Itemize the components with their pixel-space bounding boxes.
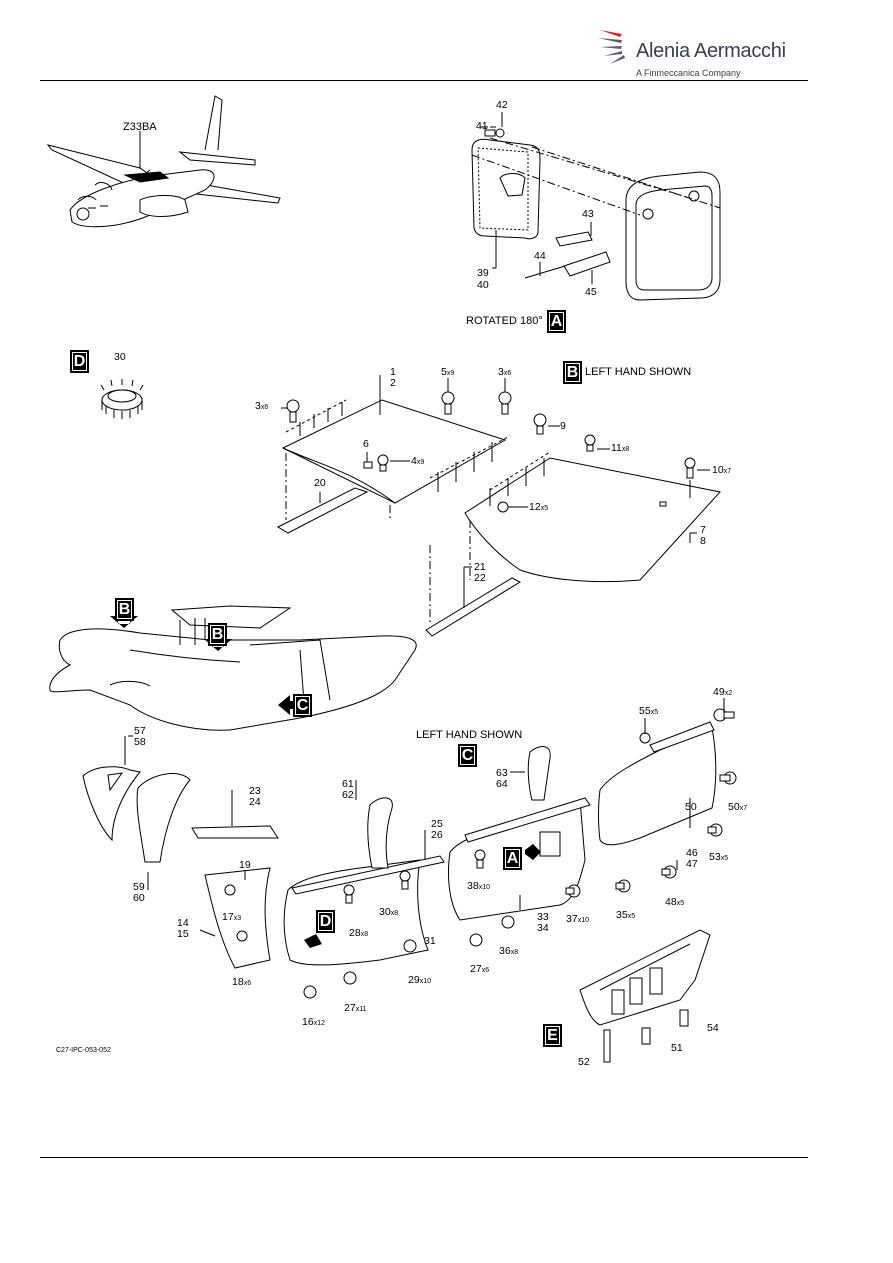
callout-2: 2 [390, 377, 396, 389]
callout-14: 14 [177, 917, 189, 929]
company-logo: Alenia Aermacchi A Finmeccanica Company [596, 24, 796, 84]
footer-rule [40, 1157, 808, 1158]
callout-35: 35x5 [616, 909, 636, 921]
view-c-tag: C [458, 744, 477, 767]
leader-lines [124, 112, 725, 937]
brand-name: Alenia Aermacchi [636, 40, 786, 62]
callout-25: 25 [431, 818, 443, 830]
callout-28: 28x8 [349, 927, 369, 939]
brand-tagline: A Finmeccanica Company [636, 68, 741, 78]
callout-36: 36x8 [499, 945, 519, 957]
section-marker-b-2: B [208, 623, 227, 646]
callout-40: 40 [477, 279, 489, 291]
callout-55: 55x5 [639, 705, 659, 717]
callout-21: 21 [474, 561, 486, 573]
view-b-tag: B [563, 361, 582, 384]
callout-4: 4x9 [411, 455, 425, 467]
logo-mark-icon [598, 30, 625, 64]
callout-47: 47 [686, 858, 698, 870]
callout-54: 54 [707, 1022, 719, 1034]
callout-10: 10x7 [712, 464, 732, 476]
callout-29: 29x10 [408, 974, 431, 986]
callout-9: 9 [560, 420, 566, 432]
callout-59: 59 [133, 881, 145, 893]
view-e-tag: E [543, 1024, 562, 1047]
view-a-tag: A [547, 310, 566, 333]
callout-43: 43 [582, 208, 594, 220]
view-b-caption: LEFT HAND SHOWN [585, 366, 692, 378]
callout-39: 39 [477, 267, 489, 279]
callout-41: 41 [476, 120, 488, 132]
callout-27-x11: 27x11 [344, 1002, 367, 1014]
section-marker-a: A [503, 847, 522, 870]
callout-52: 52 [578, 1056, 590, 1068]
callout-49: 49x2 [713, 686, 733, 698]
callout-37: 37x10 [566, 913, 589, 925]
callout-50-x7: 50x7 [728, 801, 748, 813]
callout-23: 23 [249, 785, 261, 797]
callout-61: 61 [342, 778, 354, 790]
figure-code: C27-IPC-053-052 [56, 1047, 111, 1054]
view-b-panels [276, 375, 721, 637]
callout-33: 33 [537, 911, 549, 923]
callout-51: 51 [671, 1042, 683, 1054]
callout-5: 5x9 [441, 366, 455, 378]
callout-22: 22 [474, 572, 486, 584]
callout-1: 1 [390, 366, 396, 378]
view-c-caption: LEFT HAND SHOWN [416, 729, 523, 741]
view-d-gear-ring [100, 379, 144, 419]
callout-30: 30 [114, 351, 126, 363]
aircraft-overview [46, 95, 281, 228]
callout-34: 34 [537, 922, 549, 934]
header-rule [40, 80, 808, 81]
callout-50: 50 [685, 801, 697, 813]
view-d-tag: D [70, 350, 89, 373]
callout-7: 7 [700, 524, 706, 536]
callout-31: 31 [424, 935, 436, 947]
callout-45: 45 [585, 286, 597, 298]
callout-44: 44 [534, 250, 546, 262]
callout-30-x8: 30x8 [379, 906, 399, 918]
callout-20: 20 [314, 477, 326, 489]
callout-16: 16x12 [302, 1016, 325, 1028]
callout-58: 58 [134, 736, 146, 748]
callout-62: 62 [342, 789, 354, 801]
callout-26: 26 [431, 829, 443, 841]
callout-15: 15 [177, 928, 189, 940]
callout-24: 24 [249, 796, 261, 808]
callout-57: 57 [134, 725, 146, 737]
callout-63: 63 [496, 767, 508, 779]
callout-3-left: 3x6 [255, 400, 269, 412]
callout-12: 12x5 [529, 501, 549, 513]
callout-11: 11x8 [611, 442, 630, 454]
callout-48: 48x5 [665, 896, 685, 908]
callout-18: 18x6 [232, 976, 252, 988]
callout-64: 64 [496, 778, 508, 790]
section-marker-c: C [293, 694, 312, 717]
fastener-symbols [224, 391, 737, 999]
view-a-door-panel [471, 126, 721, 301]
callout-19: 19 [239, 859, 251, 871]
callout-38: 38x10 [467, 880, 490, 892]
section-marker-d: D [316, 910, 335, 933]
zone-label: Z33BA [123, 121, 157, 133]
fairing-assembly [49, 605, 417, 731]
callout-6: 6 [363, 438, 369, 450]
callout-60: 60 [133, 892, 145, 904]
callout-42: 42 [496, 99, 508, 111]
callout-27-x6: 27x6 [470, 963, 490, 975]
callout-3-right: 3x6 [498, 366, 512, 378]
callout-46: 46 [686, 847, 698, 859]
view-c-parts [82, 721, 717, 1063]
callout-53: 53x5 [709, 851, 729, 863]
view-a-caption: ROTATED 180° [466, 315, 543, 327]
callout-8: 8 [700, 535, 706, 547]
callout-17: 17x3 [222, 911, 242, 923]
section-marker-b-1: B [115, 598, 134, 621]
